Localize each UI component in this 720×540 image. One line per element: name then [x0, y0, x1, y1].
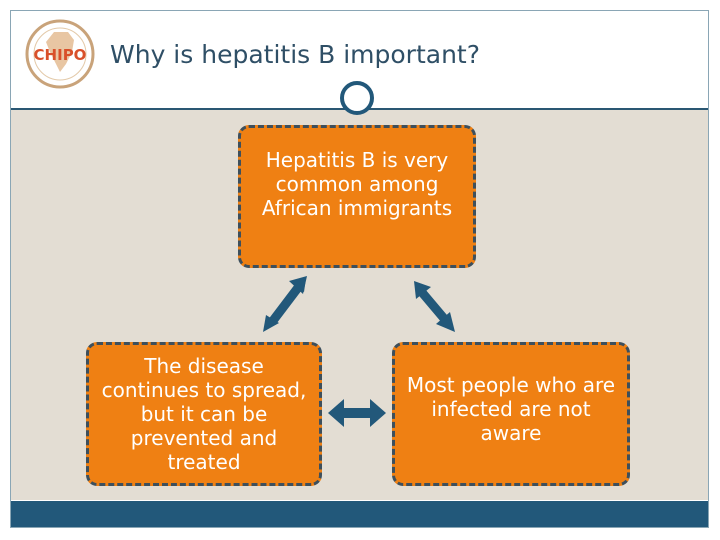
slide-frame	[10, 10, 709, 528]
footer-bar	[11, 501, 708, 527]
circle-ornament	[340, 81, 374, 115]
left-box-text: The disease continues to spread, but it …	[101, 354, 307, 474]
double-arrow-horizontal-icon	[328, 399, 386, 427]
double-arrow-left-icon	[263, 276, 307, 332]
logo-text: CHIPO	[34, 46, 87, 64]
page-title: Why is hepatitis B important?	[110, 40, 480, 69]
chipo-logo: CHIPO	[25, 19, 95, 89]
top-box: Hepatitis B is very common among African…	[238, 125, 476, 268]
right-box-text: Most people who are infected are not awa…	[406, 373, 616, 445]
top-box-text: Hepatitis B is very common among African…	[261, 148, 453, 220]
right-box: Most people who are infected are not awa…	[392, 342, 630, 486]
double-arrow-right-icon	[414, 281, 455, 332]
left-box: The disease continues to spread, but it …	[86, 342, 322, 486]
